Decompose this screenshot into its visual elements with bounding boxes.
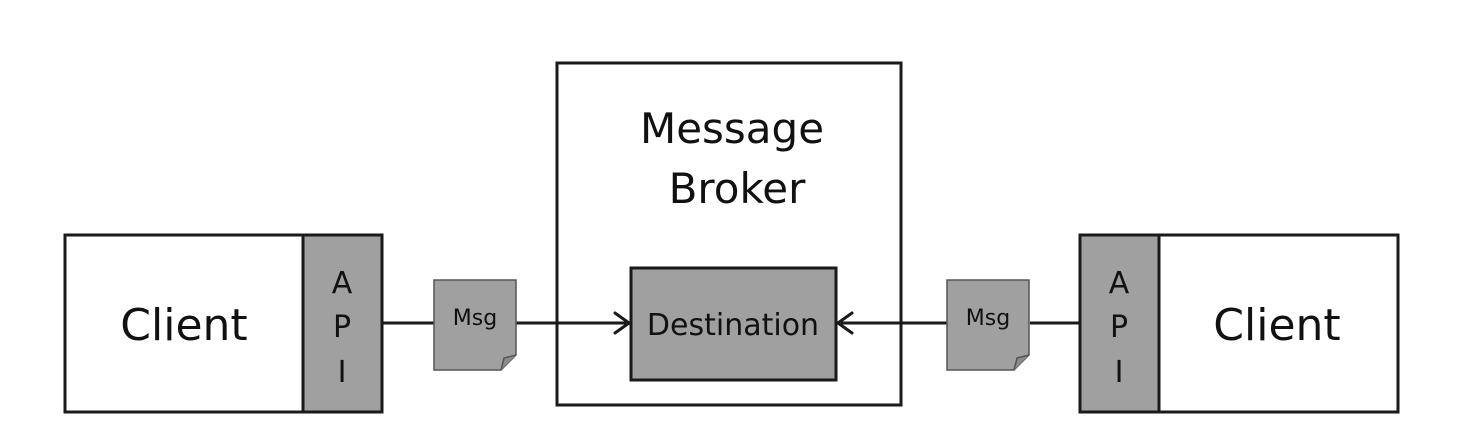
right-api-letter-a: A bbox=[1109, 266, 1130, 301]
right-message-fold-icon bbox=[1013, 354, 1030, 371]
right-api-letter-p: P bbox=[1110, 310, 1128, 345]
left-message-fold-icon bbox=[500, 354, 517, 371]
left-arrowhead-icon bbox=[613, 311, 631, 335]
left-message: Msg bbox=[433, 279, 517, 371]
destination: Destination bbox=[629, 266, 838, 382]
left-client-label: Client bbox=[120, 300, 247, 351]
left-connector bbox=[382, 311, 631, 335]
right-client-label: Client bbox=[1213, 300, 1340, 351]
right-connector bbox=[836, 311, 1080, 335]
broker-title-line2: Broker bbox=[669, 164, 807, 213]
right-arrowhead-icon bbox=[836, 311, 854, 335]
right-api-letter-i: I bbox=[1115, 355, 1124, 390]
right-client: Client A P I bbox=[1078, 233, 1400, 414]
right-message: Msg bbox=[946, 279, 1030, 371]
message-broker: Message Broker Destination bbox=[555, 61, 903, 407]
left-api-letter-i: I bbox=[338, 355, 347, 390]
left-message-label: Msg bbox=[453, 306, 497, 331]
left-api-letter-a: A bbox=[332, 266, 353, 301]
destination-box bbox=[629, 266, 838, 382]
left-client: Client A P I bbox=[63, 233, 384, 414]
broker-title-line1: Message bbox=[640, 104, 824, 153]
right-message-label: Msg bbox=[966, 306, 1010, 331]
left-api-letter-p: P bbox=[333, 310, 351, 345]
destination-label: Destination bbox=[647, 308, 819, 343]
